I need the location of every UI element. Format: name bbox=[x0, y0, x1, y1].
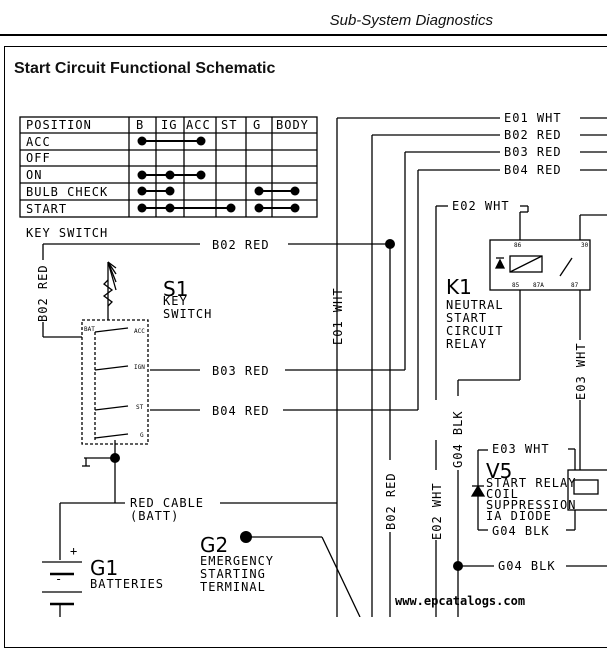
table-row-on: ON bbox=[26, 168, 42, 182]
battery-g1 bbox=[42, 561, 82, 617]
wire-label-g04-diode: G04 BLK bbox=[492, 524, 550, 538]
wire-label-e03-vertical: E03 WHT bbox=[574, 342, 588, 400]
wire-label-e02-vertical: E02 WHT bbox=[430, 482, 444, 540]
relay-pin-30: 30 bbox=[581, 242, 589, 249]
relay-pin-85: 85 bbox=[512, 282, 520, 289]
table-header-acc: ACC bbox=[186, 118, 211, 132]
schematic-diagram: POSITION B IG ACC ST G BODY ACC OFF ON B… bbox=[19, 111, 607, 617]
terminal-g: G bbox=[140, 432, 144, 439]
key-switch bbox=[81, 261, 149, 467]
relay-k1 bbox=[489, 212, 607, 470]
relay-name-2: START bbox=[446, 311, 487, 325]
terminal-acc: ACC bbox=[134, 328, 145, 335]
header-divider bbox=[0, 34, 607, 36]
emergency-name-3: TERMINAL bbox=[200, 580, 266, 594]
wire-label-b04: B04 RED bbox=[212, 404, 270, 418]
table-row-start: START bbox=[26, 202, 67, 216]
table-row-bulb-check: BULB CHECK bbox=[26, 185, 108, 199]
header-title: Sub-System Diagnostics bbox=[329, 12, 493, 29]
diode-ref: V5 bbox=[486, 459, 512, 483]
table-header-position: POSITION bbox=[26, 118, 92, 132]
wire-label-g04-bottom: G04 BLK bbox=[498, 559, 556, 573]
wire-label-b04-top: B04 RED bbox=[504, 163, 562, 177]
table-row-acc: ACC bbox=[26, 135, 51, 149]
cable-name-2: (BATT) bbox=[130, 509, 179, 523]
table-header-ig: IG bbox=[161, 118, 177, 132]
diode-name-2: COIL bbox=[486, 487, 519, 501]
key-switch-name-1: KEY bbox=[163, 294, 188, 308]
diode-name-1: START RELAY bbox=[486, 476, 576, 490]
terminal-ign: IGN bbox=[134, 364, 145, 371]
wire-labels: E01 WHT B02 RED B03 RED B04 RED B02 RED … bbox=[36, 111, 588, 573]
terminal-st: ST bbox=[136, 404, 144, 411]
wire-label-b02-lower: B02 RED bbox=[384, 472, 398, 530]
wire-label-g04-vertical: G04 BLK bbox=[451, 410, 465, 468]
junction-dots bbox=[110, 239, 463, 571]
table-connection-dots bbox=[137, 136, 300, 213]
key-switch-label: KEY SWITCH bbox=[26, 226, 108, 240]
battery-plus: + bbox=[70, 544, 78, 558]
watermark: www.epcatalogs.com bbox=[395, 594, 525, 608]
relay-ref: K1 bbox=[446, 275, 472, 299]
cable-name-1: RED CABLE bbox=[130, 496, 204, 510]
relay-name-1: NEUTRAL bbox=[446, 298, 504, 312]
component-labels: KEY SWITCH S1 KEY SWITCH BAT ACC IGN ST … bbox=[26, 226, 589, 594]
table-header-body: BODY bbox=[276, 118, 309, 132]
table-header-st: ST bbox=[221, 118, 237, 132]
wire-label-b02-vertical: B02 RED bbox=[36, 264, 50, 322]
wire-label-e01-vertical: E01 WHT bbox=[331, 287, 345, 345]
key-switch-name-2: SWITCH bbox=[163, 307, 212, 321]
diode-name-4: IA DIODE bbox=[486, 509, 552, 523]
wire-label-e03: E03 WHT bbox=[492, 442, 550, 456]
wire-label-b02: B02 RED bbox=[212, 238, 270, 252]
key-switch-ref: S1 bbox=[163, 277, 188, 301]
relay-pin-87a: 87A bbox=[533, 282, 544, 289]
relay-pin-86: 86 bbox=[514, 242, 522, 249]
relay-pin-87: 87 bbox=[571, 282, 579, 289]
relay-name-3: CIRCUIT bbox=[446, 324, 504, 338]
table-header-g: G bbox=[253, 118, 261, 132]
wire-label-e02-top: E02 WHT bbox=[452, 199, 510, 213]
battery-ref: G1 bbox=[90, 556, 118, 580]
switch-position-table bbox=[19, 116, 318, 218]
wire-label-b02-top: B02 RED bbox=[504, 128, 562, 142]
diode-v5 bbox=[470, 448, 607, 531]
emergency-name-1: EMERGENCY bbox=[200, 554, 274, 568]
wire-label-b03: B03 RED bbox=[212, 364, 270, 378]
diode-name-3: SUPPRESSION bbox=[486, 498, 576, 512]
wire-label-e01: E01 WHT bbox=[504, 111, 562, 125]
terminal-bat: BAT bbox=[84, 326, 95, 333]
emergency-name-2: STARTING bbox=[200, 567, 266, 581]
battery-minus: - bbox=[55, 572, 63, 586]
table-header-b: B bbox=[136, 118, 144, 132]
table-text: POSITION B IG ACC ST G BODY ACC OFF ON B… bbox=[26, 118, 309, 216]
relay-name-4: RELAY bbox=[446, 337, 487, 351]
table-row-off: OFF bbox=[26, 151, 51, 165]
battery-name: BATTERIES bbox=[90, 577, 164, 591]
page-title: Start Circuit Functional Schematic bbox=[14, 60, 276, 77]
wire-label-b03-top: B03 RED bbox=[504, 145, 562, 159]
emergency-ref: G2 bbox=[200, 533, 228, 557]
